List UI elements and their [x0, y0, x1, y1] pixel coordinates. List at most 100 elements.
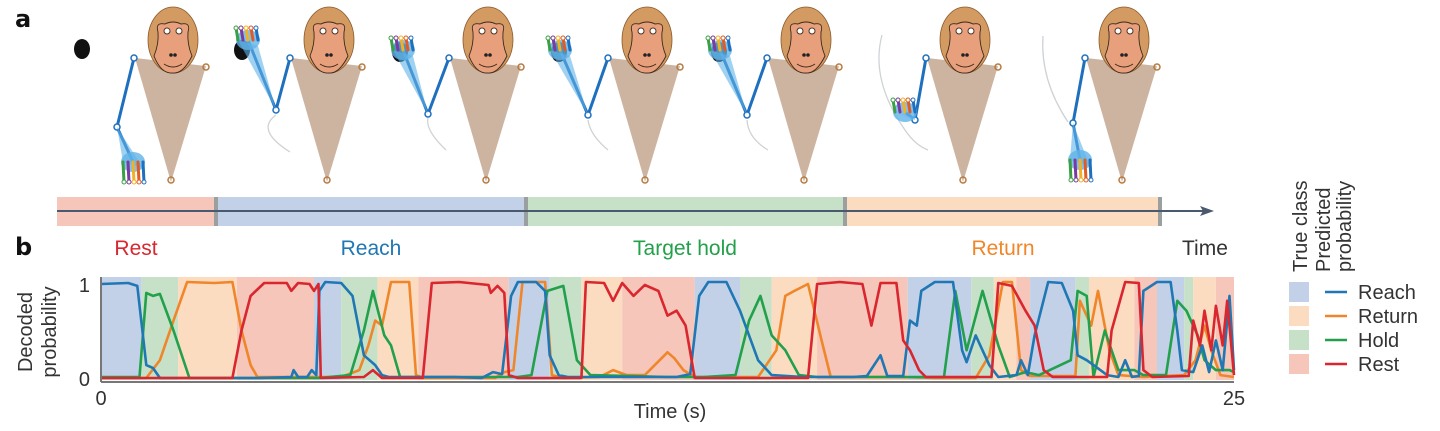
shoulder-marker	[358, 63, 366, 71]
joint-marker	[604, 54, 612, 62]
hand-trajectory-trail	[1042, 35, 1069, 123]
mouth	[478, 63, 498, 68]
hip-marker	[959, 176, 967, 184]
nostril	[802, 53, 806, 57]
mouth	[1114, 63, 1134, 68]
shoulder-marker	[517, 63, 525, 71]
finger-segment	[121, 160, 126, 184]
nostril	[484, 53, 488, 57]
finger-segment	[131, 160, 136, 184]
legend-label-rest: Rest	[1358, 354, 1400, 376]
monkey-face	[153, 21, 193, 74]
hip-marker	[323, 176, 331, 184]
finger-segment	[126, 160, 131, 184]
torso-shape	[768, 58, 839, 182]
nostril	[488, 53, 492, 57]
legend-label-hold: Hold	[1358, 330, 1399, 352]
monkey-figure-sequence	[74, 6, 1161, 185]
eye-icon	[808, 27, 816, 35]
legend-swatch-hold	[1289, 330, 1309, 350]
legend-label-return: Return	[1358, 306, 1418, 328]
hand-skeleton	[388, 35, 428, 114]
phase-label-target-hold: Target hold	[633, 237, 737, 260]
finger-segment	[1068, 158, 1073, 182]
true-class-segment-rest	[418, 277, 509, 380]
true-class-segment-hold	[1184, 277, 1194, 380]
x-tick-label-0: 0	[95, 388, 106, 410]
monkey-face	[309, 21, 349, 74]
eye-icon	[490, 27, 498, 35]
eye-icon	[478, 27, 486, 35]
shoulder-marker	[994, 63, 1002, 71]
y-tick-label-0: 0	[79, 369, 90, 391]
joint-marker	[445, 54, 453, 62]
monkey-face	[468, 21, 508, 74]
legend-swatch-reach	[1289, 282, 1309, 302]
hand-trajectory-trail	[587, 119, 609, 151]
mouth	[163, 63, 183, 68]
phase-label-rest: Rest	[114, 237, 157, 260]
shoulder-marker	[1153, 63, 1161, 71]
nostril	[325, 53, 329, 57]
monkey-face	[786, 21, 826, 74]
panel-letter-a: a	[15, 5, 31, 33]
torso-shape	[609, 58, 680, 182]
true-class-segment-reach	[508, 277, 550, 380]
hand-skeleton	[545, 35, 588, 115]
monkey-face	[1104, 21, 1144, 74]
y-axis-title: Decoded probability	[15, 286, 61, 377]
eye-icon	[967, 27, 975, 35]
probability-series	[100, 280, 1236, 380]
monkey-figure-hold	[705, 6, 843, 184]
true-class-segment-reach	[101, 277, 142, 380]
eye-icon	[955, 27, 963, 35]
y-axis-title-line1: Decoded	[15, 292, 37, 372]
hand-trajectory-trail	[267, 114, 291, 153]
eye-icon	[796, 27, 804, 35]
legend-entry-return: Return	[1289, 306, 1418, 328]
legend-swatch-rest	[1289, 354, 1309, 374]
decoded-probability-chart: 1 0 0 25 Time (s) Decoded probability	[15, 275, 1245, 423]
monkey-figure-hold	[545, 6, 684, 184]
legend-entry-reach: Reach	[1289, 282, 1416, 304]
hand-skeleton	[117, 127, 147, 185]
eye-icon	[331, 27, 339, 35]
true-class-segment-reach	[1156, 277, 1185, 380]
hand-skeleton	[233, 25, 276, 110]
legend-header-predicted-line1: Predicted	[1313, 188, 1335, 273]
mouth	[955, 63, 975, 68]
torso-shape	[450, 58, 521, 182]
y-tick-label-1: 1	[79, 275, 90, 297]
legend-label-reach: Reach	[1358, 282, 1416, 304]
timeline-time-label: Time	[1182, 237, 1228, 260]
hip-marker	[800, 176, 808, 184]
torso-shape	[927, 58, 998, 182]
legend-header-true-class: True class	[1290, 180, 1312, 272]
mouth	[796, 63, 816, 68]
true-class-segment-rest	[1134, 277, 1157, 380]
monkey-face	[945, 21, 985, 74]
joint-marker	[922, 54, 930, 62]
mouth	[637, 63, 657, 68]
nostril	[1120, 53, 1124, 57]
legend-entry-hold: Hold	[1289, 330, 1399, 352]
true-class-segment-return	[178, 277, 237, 380]
joint-marker	[286, 54, 294, 62]
true-class-segment-rest	[817, 277, 908, 380]
finger-segment	[1073, 158, 1078, 182]
finger-segment	[141, 160, 146, 184]
legend-swatch-return	[1289, 306, 1309, 326]
nostril	[169, 53, 173, 57]
finger-segment	[1088, 158, 1093, 182]
nostril	[643, 53, 647, 57]
legend-entry-rest: Rest	[1289, 354, 1400, 376]
torso-shape	[135, 58, 206, 182]
finger-segment	[136, 160, 141, 184]
legend: True class Predicted probability ReachRe…	[1289, 180, 1418, 376]
target-ball	[74, 39, 90, 59]
x-axis-title: Time (s)	[634, 401, 707, 423]
hip-marker	[641, 176, 649, 184]
eye-icon	[649, 27, 657, 35]
eye-icon	[1126, 27, 1134, 35]
